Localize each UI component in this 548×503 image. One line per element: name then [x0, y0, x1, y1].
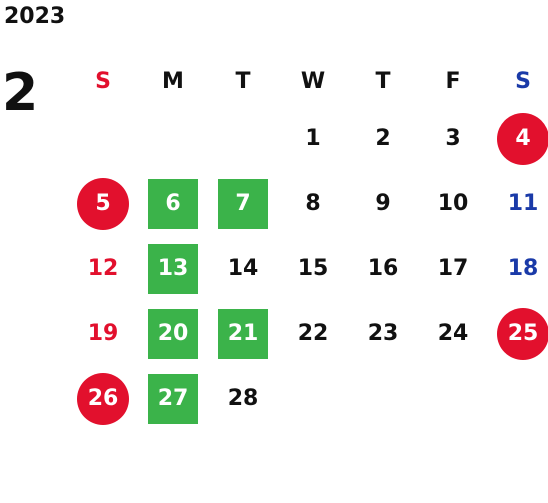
year-label: 2023 [4, 4, 66, 29]
day-cell[interactable]: 26 [68, 366, 138, 431]
day-cell[interactable]: 6 [138, 171, 208, 236]
day-cell[interactable]: 28 [208, 366, 278, 431]
weekday-wednesday: W [300, 68, 326, 94]
day-number: 25 [497, 307, 548, 360]
day-number: 12 [87, 256, 119, 281]
day-cell[interactable]: 15 [278, 236, 348, 301]
weekday-sunday: S [95, 68, 111, 94]
day-cell[interactable]: 1 [278, 106, 348, 171]
day-cell[interactable]: 19 [68, 301, 138, 366]
day-cell[interactable]: 12 [68, 236, 138, 301]
day-number: 9 [375, 191, 391, 216]
day-number: 17 [437, 256, 469, 281]
day-number: 2 [375, 126, 391, 151]
weekday-tuesday: T [235, 68, 251, 94]
day-number: 15 [297, 256, 329, 281]
day-number: 8 [305, 191, 321, 216]
day-cell[interactable]: 20 [138, 301, 208, 366]
day-cell[interactable]: 17 [418, 236, 488, 301]
day-cell[interactable]: 2 [348, 106, 418, 171]
day-number: 4 [497, 112, 548, 165]
day-cell[interactable]: 21 [208, 301, 278, 366]
day-cell[interactable]: 23 [348, 301, 418, 366]
day-number: 6 [148, 178, 198, 229]
weekday-thursday: T [375, 68, 391, 94]
day-number: 24 [437, 321, 469, 346]
day-number: 1 [305, 126, 321, 151]
weekday-saturday: S [515, 68, 531, 94]
day-cell[interactable]: 22 [278, 301, 348, 366]
day-number: 3 [445, 126, 461, 151]
day-cell[interactable]: 16 [348, 236, 418, 301]
day-number: 19 [87, 321, 119, 346]
day-number: 21 [218, 308, 268, 359]
day-cell[interactable]: 5 [68, 171, 138, 236]
weekday-friday: F [445, 68, 461, 94]
day-number: 22 [297, 321, 329, 346]
day-cell[interactable]: 7 [208, 171, 278, 236]
day-number: 16 [367, 256, 399, 281]
day-cell[interactable]: 24 [418, 301, 488, 366]
day-number: 26 [77, 372, 129, 425]
day-cell[interactable]: 11 [488, 171, 548, 236]
day-cell[interactable]: 9 [348, 171, 418, 236]
day-cell[interactable]: 4 [488, 106, 548, 171]
weekday-monday: M [162, 68, 184, 94]
day-number: 27 [148, 373, 198, 424]
day-number: 7 [218, 178, 268, 229]
day-cell[interactable]: 3 [418, 106, 488, 171]
day-number: 11 [507, 191, 539, 216]
day-cell[interactable]: 27 [138, 366, 208, 431]
day-number: 10 [437, 191, 469, 216]
day-number: 13 [148, 243, 198, 294]
day-number: 28 [227, 386, 259, 411]
day-number: 20 [148, 308, 198, 359]
day-cell[interactable]: 14 [208, 236, 278, 301]
day-cell[interactable]: 10 [418, 171, 488, 236]
day-number: 23 [367, 321, 399, 346]
day-cell[interactable]: 13 [138, 236, 208, 301]
day-number: 18 [507, 256, 539, 281]
day-cell[interactable]: 18 [488, 236, 548, 301]
day-number: 14 [227, 256, 259, 281]
day-cell[interactable]: 8 [278, 171, 348, 236]
month-number: 2 [2, 63, 39, 123]
day-cell[interactable]: 25 [488, 301, 548, 366]
day-number: 5 [77, 177, 129, 230]
